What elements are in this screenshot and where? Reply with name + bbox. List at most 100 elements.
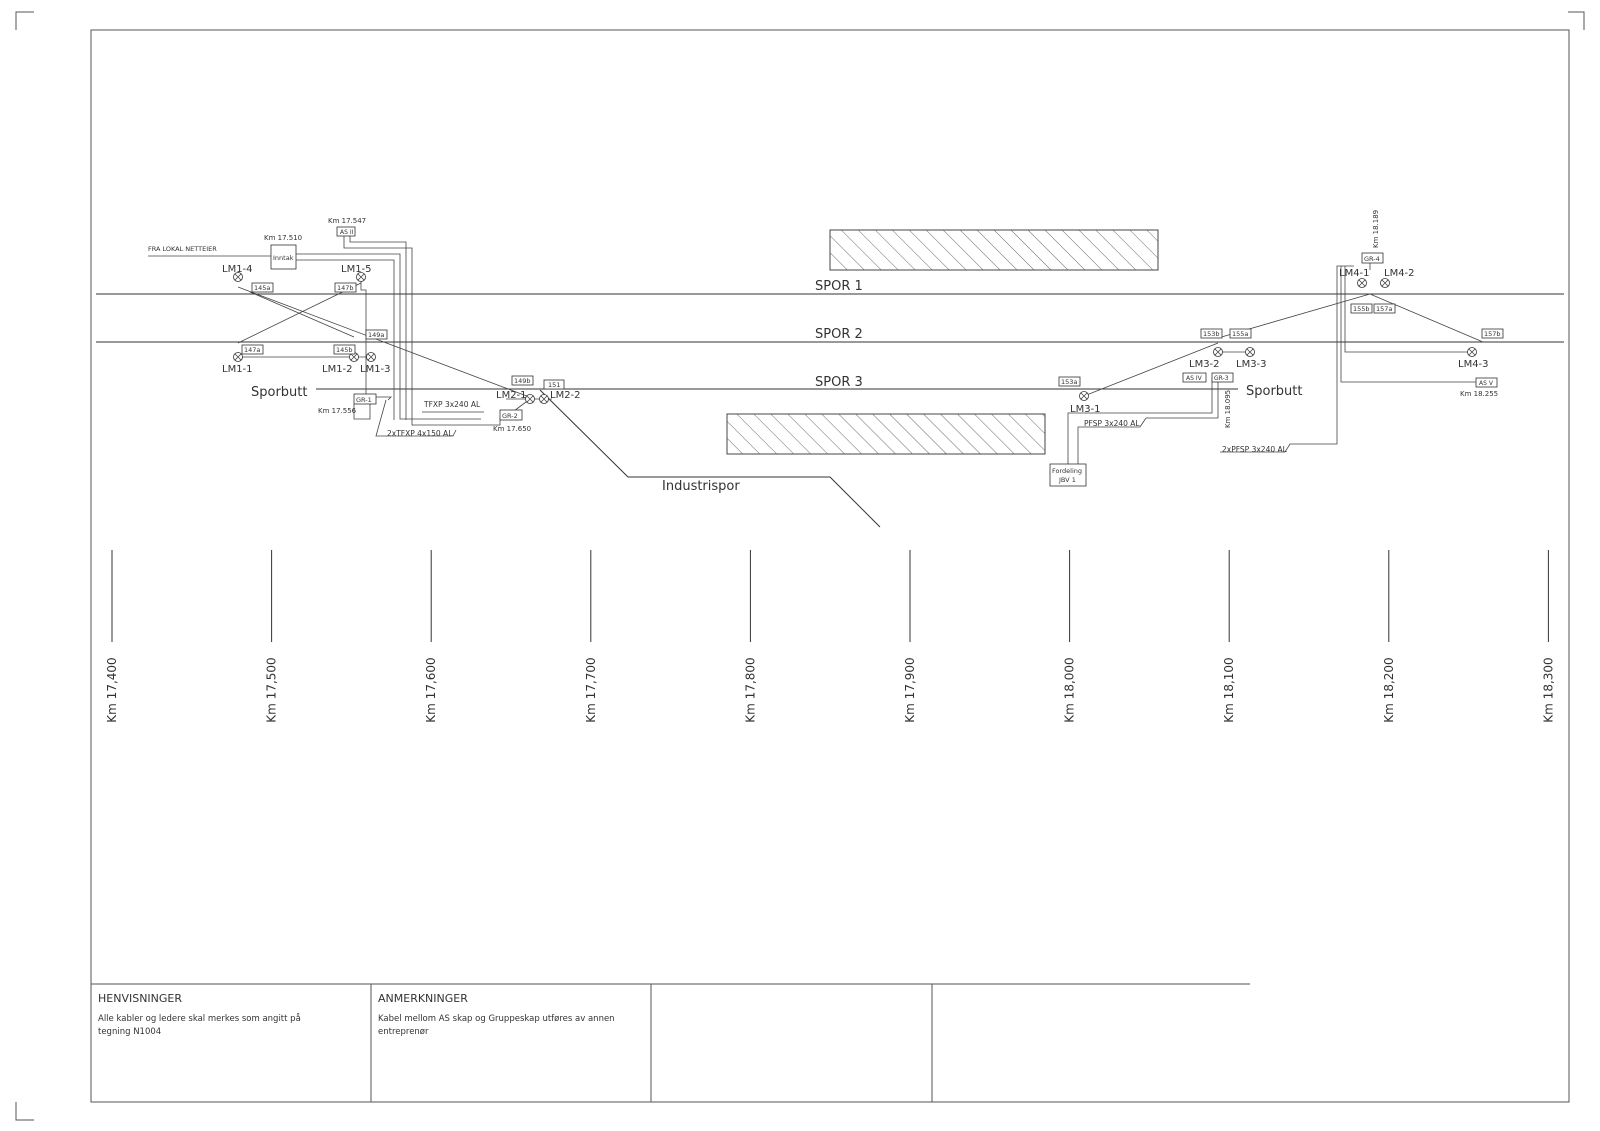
cable-spec-tfxp240: TFXP 3x240 AL [423, 400, 481, 409]
cable-tag-157a-label: 157a [1376, 305, 1392, 313]
cable-tag-149a [365, 329, 388, 340]
corner-marks [15, 11, 1585, 1121]
cable-tag-151-label: 151 [548, 381, 560, 389]
supply-from-label: FRA LOKAL NETTEIER [148, 245, 217, 253]
cable-spec-tfxp150: 2xTFXP 4x150 AL [387, 429, 453, 438]
cable-spec-pfsp240x2: 2xPFSP 3x240 AL [1222, 445, 1288, 454]
fordeling-label-2: JBV 1 [1058, 476, 1076, 484]
cable-tag-145b [333, 344, 356, 355]
anmerkninger-line-2: entreprenør [378, 1027, 429, 1037]
gr4-km: Km 18.189 [1372, 210, 1380, 248]
km-label: Km 17,800 [743, 657, 757, 722]
right-section-wiring [1067, 260, 1484, 464]
lamp-lm4-3 [1467, 347, 1477, 357]
cable-tag-145b-label: 145b [336, 346, 353, 354]
gr3-km: Km 18.095 [1224, 390, 1232, 428]
lamp-lm1-5 [356, 272, 366, 282]
anmerkninger-title: ANMERKNINGER [378, 992, 468, 1005]
cable-tag-155b [1350, 303, 1373, 314]
lamp-lm4-2-label: LM4-2 [1384, 268, 1415, 279]
km-label: Km 18,300 [1541, 657, 1555, 722]
gr2-box [499, 409, 523, 421]
km-scale: Km 17,400 Km 17,500 Km 17,600 Km 17,700 Km 1… [105, 550, 1555, 723]
cable-tag-151 [543, 379, 565, 390]
cable-tag-147b [334, 282, 357, 293]
km-label: Km 17,900 [903, 657, 917, 722]
fordeling-box [1049, 463, 1087, 487]
cable-tag-149a-label: 149a [368, 331, 384, 339]
lamp-lm4-3-label: LM4-3 [1458, 359, 1489, 370]
gr4-label: GR-4 [1364, 255, 1380, 263]
cable-tag-147a [241, 344, 264, 355]
cable-tag-153a-label: 153a [1061, 378, 1077, 386]
track-label-spor-3: SPOR 3 [815, 375, 863, 390]
cable-tag-155a-label: 155a [1232, 330, 1248, 338]
km-label: Km 17,600 [424, 657, 438, 722]
platform-lower [726, 413, 1046, 455]
inntak-km: Km 17.510 [264, 234, 302, 242]
sporbutt-right-label: Sporbutt [1246, 384, 1303, 399]
cable-tag-145a-label: 145a [254, 284, 270, 292]
inntak-box [270, 244, 297, 270]
industrispor-label: Industrispor [662, 479, 740, 494]
lamp-lm3-1-label: LM3-1 [1070, 404, 1101, 415]
gr2-label: GR-2 [502, 412, 518, 420]
henvisninger-line-2: tegning N1004 [98, 1027, 161, 1037]
gr1-box [353, 393, 377, 405]
lamp-lm2-1-label: LM2-1 [496, 390, 527, 401]
lamp-lm1-1 [233, 352, 243, 362]
henvisninger-title: HENVISNINGER [98, 992, 182, 1005]
lamp-lm1-4 [233, 272, 243, 282]
asiv-label: AS IV [1186, 375, 1203, 382]
track-label-spor-2: SPOR 2 [815, 327, 863, 342]
lamp-lm1-3-label: LM1-3 [360, 364, 391, 375]
lamp-lm3-1 [1079, 391, 1089, 401]
cable-tag-145a [251, 282, 274, 293]
asv-km: Km 18.255 [1460, 390, 1498, 398]
cable-tag-153b [1200, 328, 1223, 339]
platform-upper [829, 229, 1159, 271]
cable-tag-147a-label: 147a [244, 346, 260, 354]
asv-box [1475, 377, 1498, 388]
lamp-lm4-1 [1357, 278, 1367, 288]
lamp-lm1-2 [349, 352, 359, 362]
cable-tag-155b-label: 155b [1353, 305, 1370, 313]
drawing-frame [90, 29, 1570, 1103]
km-label: Km 17,400 [105, 657, 119, 722]
cable-tag-147b-label: 147b [337, 284, 354, 292]
cable-tag-153b-label: 153b [1203, 330, 1220, 338]
gr3-box [1211, 372, 1234, 383]
lamp-lm4-1-label: LM4-1 [1339, 268, 1370, 279]
km-label: Km 18,100 [1222, 657, 1236, 722]
asiv-box [1182, 372, 1207, 383]
cable-tag-155a [1229, 328, 1252, 339]
fordeling-label-1: Fordeling [1052, 467, 1082, 475]
gr2-km: Km 17.650 [493, 425, 531, 433]
lamp-lm3-2 [1213, 347, 1223, 357]
km-label: Km 18,000 [1063, 657, 1077, 722]
gr1-km: Km 17.556 [318, 407, 357, 415]
track-label-spor-1: SPOR 1 [815, 279, 863, 294]
cable-tag-157b-label: 157b [1484, 330, 1501, 338]
track-industrispor [539, 389, 881, 528]
lamp-lm1-4-label: LM1-4 [222, 264, 253, 275]
lamp-lm1-3 [366, 352, 376, 362]
cable-tag-157a [1373, 303, 1396, 314]
sporbutt-left-label: Sporbutt [251, 385, 308, 400]
left-section-wiring [148, 235, 552, 437]
lamp-lm1-5-label: LM1-5 [341, 264, 372, 275]
lamp-lm1-1-label: LM1-1 [222, 364, 253, 375]
henvisninger-line-1: Alle kabler og ledere skal merkes som an… [98, 1013, 301, 1024]
cable-tag-149b-label: 149b [514, 377, 531, 385]
km-label: Km 17,700 [584, 657, 598, 722]
lamp-lm1-2-label: LM1-2 [322, 364, 353, 375]
lamp-lm2-2 [539, 394, 549, 404]
km-label: Km 17,500 [265, 657, 279, 722]
notes-block [91, 983, 1250, 1102]
asv-label: AS V [1479, 380, 1494, 387]
cable-tag-157b [1481, 328, 1504, 339]
gr1-label: GR-1 [356, 396, 372, 404]
cable-tag-153a [1058, 376, 1081, 387]
lamp-lm2-2-label: LM2-2 [550, 390, 581, 401]
